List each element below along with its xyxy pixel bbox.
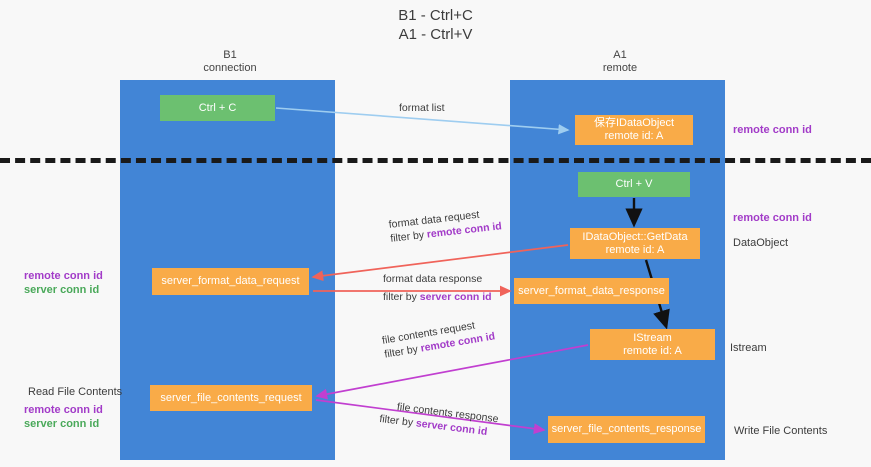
box-idataobject-top-line2: remote id: A [604, 130, 664, 142]
box-idataobject-getdata[interactable]: IDataObject::GetData remote id: A [570, 228, 700, 259]
box-server-file-contents-response-label: server_file_contents_response [551, 423, 702, 435]
annotation-left-remote-conn-id-2: remote conn id [24, 404, 103, 416]
box-idataobject-top[interactable]: 保存IDataObject remote id: A [575, 115, 693, 145]
arrow-format-data-request [311, 244, 569, 282]
box-istream-line1: IStream [633, 331, 672, 344]
title-line-2: A1 - Ctrl+V [398, 26, 473, 43]
column-header-a1-role: remote [602, 62, 638, 74]
page-title: B1 - Ctrl+C A1 - Ctrl+V [0, 6, 871, 44]
arrow-format-list [275, 107, 570, 135]
column-header-a1-name: A1 [613, 49, 627, 61]
column-header-a1: A1 remote [540, 49, 700, 75]
annotation-right-remote-conn-id-mid: remote conn id [733, 212, 812, 224]
column-header-b1: B1 connection [150, 49, 310, 75]
title-line-1: B1 - Ctrl+C [398, 7, 473, 24]
box-server-file-contents-request[interactable]: server_file_contents_request [150, 385, 312, 411]
annotation-right-dataobject: DataObject [733, 237, 789, 249]
box-istream[interactable]: IStream remote id: A [590, 329, 715, 360]
arrow-file-contents-request [315, 344, 589, 400]
edge-label-format-data-response-filter: filter by server conn id [383, 290, 492, 304]
column-header-b1-role: connection [203, 62, 257, 74]
box-ctrl-c[interactable]: Ctrl + C [160, 95, 275, 121]
filter-prefix: filter by [383, 291, 420, 303]
edge-label-format-list: format list [399, 102, 445, 114]
annotation-left-server-conn-id-2: server conn id [24, 418, 100, 430]
box-istream-line2: remote id: A [623, 344, 682, 357]
box-server-file-contents-request-label: server_file_contents_request [160, 391, 302, 404]
box-idataobject-top-line1: 保存IDataObject [593, 117, 675, 129]
box-server-file-contents-response[interactable]: server_file_contents_response [548, 416, 705, 443]
box-server-format-data-response-label: server_format_data_response [518, 284, 665, 297]
box-ctrl-c-label: Ctrl + C [198, 101, 237, 114]
filter-key-server-conn-id: server conn id [419, 291, 492, 303]
edge-label-format-data-response: format data response filter by server co… [383, 272, 492, 304]
box-ctrl-v-label: Ctrl + V [615, 178, 653, 190]
box-getdata-line2: remote id: A [605, 243, 665, 256]
box-server-format-data-request[interactable]: server_format_data_request [152, 268, 309, 295]
annotation-left-read-file-contents: Read File Contents [28, 386, 123, 398]
box-server-format-data-response[interactable]: server_format_data_response [514, 278, 669, 304]
phase-divider [0, 158, 871, 163]
annotation-right-istream: Istream [730, 342, 767, 354]
column-header-b1-name: B1 [223, 49, 237, 61]
annotation-right-write-file-contents: Write File Contents [734, 425, 828, 437]
edge-label-format-data-response-text: format data response [383, 273, 483, 285]
box-server-format-data-request-label: server_format_data_request [161, 275, 300, 287]
box-ctrl-v[interactable]: Ctrl + V [578, 172, 690, 197]
annotation-left-server-conn-id-1: server conn id [24, 284, 100, 296]
box-getdata-line1: IDataObject::GetData [582, 230, 688, 243]
arrow-file-contents-response [315, 399, 546, 435]
annotation-right-remote-conn-id-top: remote conn id [733, 124, 812, 136]
annotation-left-remote-conn-id-1: remote conn id [24, 270, 103, 282]
